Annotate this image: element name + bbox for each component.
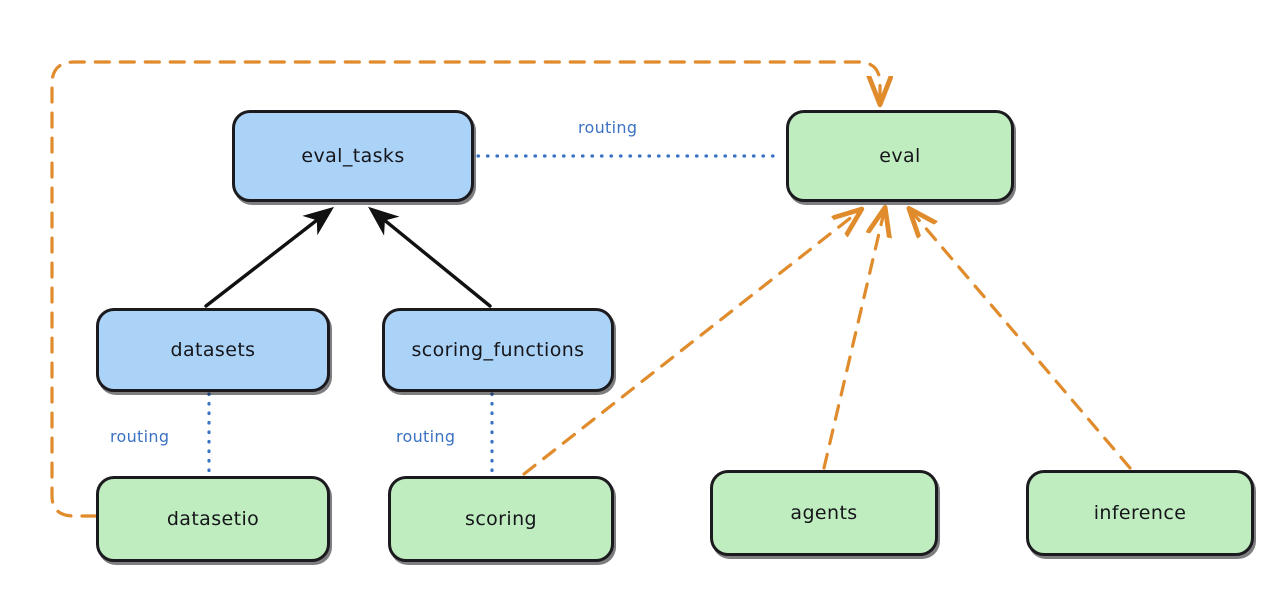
node-label: inference bbox=[1093, 501, 1187, 524]
node-scoring_functions[interactable]: scoring_functions bbox=[382, 308, 614, 392]
node-eval_tasks[interactable]: eval_tasks bbox=[232, 110, 474, 202]
node-label: scoring_functions bbox=[411, 338, 585, 361]
node-label: datasets bbox=[170, 338, 256, 361]
edge-label-routing-scoring_functions-scoring: routing bbox=[396, 427, 456, 446]
node-datasets[interactable]: datasets bbox=[96, 308, 330, 392]
node-label: agents bbox=[790, 501, 858, 524]
edge-label-routing-datasets-datasetio: routing bbox=[110, 427, 170, 446]
node-label: eval_tasks bbox=[301, 144, 405, 167]
edge-inference-to-eval bbox=[912, 212, 1132, 470]
node-eval[interactable]: eval bbox=[786, 110, 1014, 202]
edge-datasets-to-eval_tasks bbox=[204, 206, 335, 308]
node-scoring[interactable]: scoring bbox=[388, 476, 614, 562]
node-label: scoring bbox=[465, 507, 537, 530]
edge-agents-to-eval bbox=[822, 212, 884, 470]
node-inference[interactable]: inference bbox=[1026, 470, 1254, 556]
node-datasetio[interactable]: datasetio bbox=[96, 476, 330, 562]
node-label: datasetio bbox=[166, 507, 260, 530]
node-label: eval bbox=[879, 144, 921, 167]
edge-label-routing-eval_tasks-eval: routing bbox=[578, 118, 638, 137]
edge-scoring_functions-to-eval_tasks bbox=[368, 206, 492, 308]
node-agents[interactable]: agents bbox=[710, 470, 938, 556]
